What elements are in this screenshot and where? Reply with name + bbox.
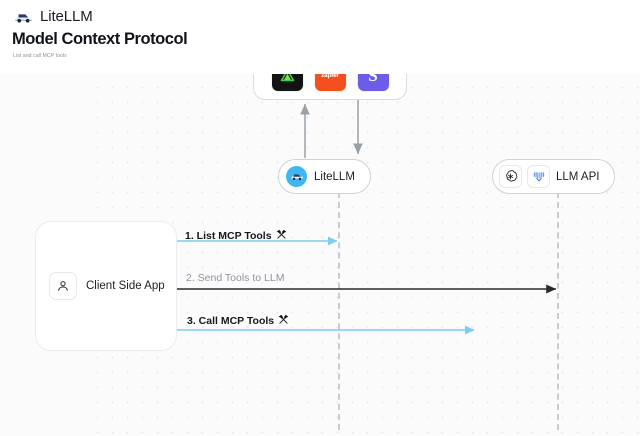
litellm-avatar-icon — [286, 166, 307, 187]
node-litellm[interactable]: LiteLLM — [278, 159, 371, 194]
dot-grid-background — [88, 74, 640, 436]
zapier-label: zapier — [321, 72, 339, 79]
lifeline-llm-api — [557, 192, 559, 430]
brand-label: LiteLLM — [40, 8, 93, 25]
brand[interactable]: LiteLLM — [14, 8, 93, 25]
message-3-label: 3. Call MCP Tools — [187, 314, 289, 328]
vertex-ai-icon — [528, 166, 549, 187]
page-header: LiteLLM Model Context Protocol List and … — [0, 0, 640, 74]
message-1-text: 1. List MCP Tools — [185, 230, 272, 242]
page-subtitle: List and call MCP tools — [13, 53, 67, 59]
truck-logo-icon — [14, 10, 33, 24]
slack-label: S — [368, 65, 378, 85]
message-1-label: 1. List MCP Tools — [185, 229, 287, 243]
node-llm-api-label: LLM API — [556, 170, 600, 183]
tools-icon — [276, 229, 287, 243]
message-2-label: 2. Send Tools to LLM — [186, 272, 284, 284]
openai-icon — [500, 166, 521, 187]
client-side-app-box[interactable]: Client Side App — [35, 221, 177, 351]
tools-icon — [278, 314, 289, 328]
page-title: Model Context Protocol — [12, 30, 188, 48]
message-3-text: 3. Call MCP Tools — [187, 315, 275, 327]
user-icon — [49, 272, 77, 300]
message-2-text: 2. Send Tools to LLM — [186, 272, 285, 284]
client-side-app-label: Client Side App — [86, 280, 165, 292]
lifeline-litellm — [338, 192, 340, 430]
node-llm-api[interactable]: LLM API — [492, 159, 616, 194]
node-litellm-label: LiteLLM — [314, 170, 355, 183]
